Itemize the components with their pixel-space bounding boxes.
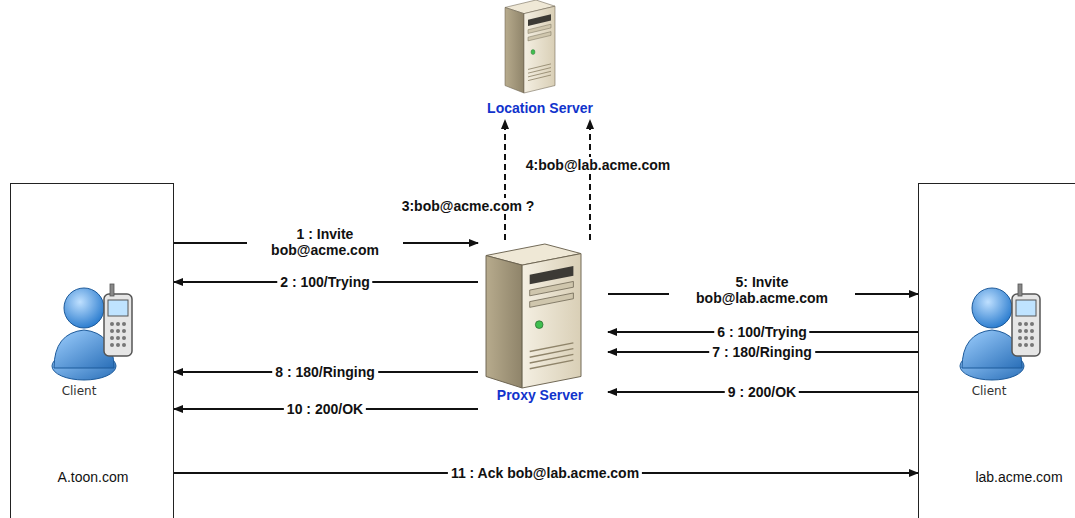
client-label: Client [972,384,1007,398]
server-icon [486,244,581,388]
message-label: 6 : 100/Trying [714,324,809,340]
client-box: Client lab.acme.com [918,183,1075,518]
client-label: Client [62,384,97,398]
message-label: 10 : 200/OK [284,401,366,417]
message-label: 9 : 200/OK [725,384,799,400]
host-label: lab.acme.com [975,469,1062,485]
person-icon [52,284,132,380]
message-label: 2 : 100/Trying [277,274,372,290]
location-server: Location Server [470,0,610,120]
server-label: Location Server [487,100,593,116]
message-arrow [589,120,591,240]
host-label: A.toon.com [58,469,129,485]
server-icon [505,0,555,93]
message-label: 5: Invite bob@lab.acme.com [669,274,855,306]
server-label: Proxy Server [497,387,583,403]
message-label: 7 : 180/Ringing [709,344,815,360]
message-label: 4:bob@lab.acme.com [523,157,673,173]
person-icon [960,284,1040,380]
message-label: 8 : 180/Ringing [272,364,378,380]
message-label: 1 : Invite bob@acme.com [247,226,403,258]
proxy-server: Proxy Server [478,240,608,410]
message-label: 3:bob@acme.com ? [399,198,538,214]
message-arrow [504,120,506,240]
message-label: 11 : Ack bob@lab.acme.com [448,465,642,481]
client-box: ClientA.toon.com [10,183,174,518]
